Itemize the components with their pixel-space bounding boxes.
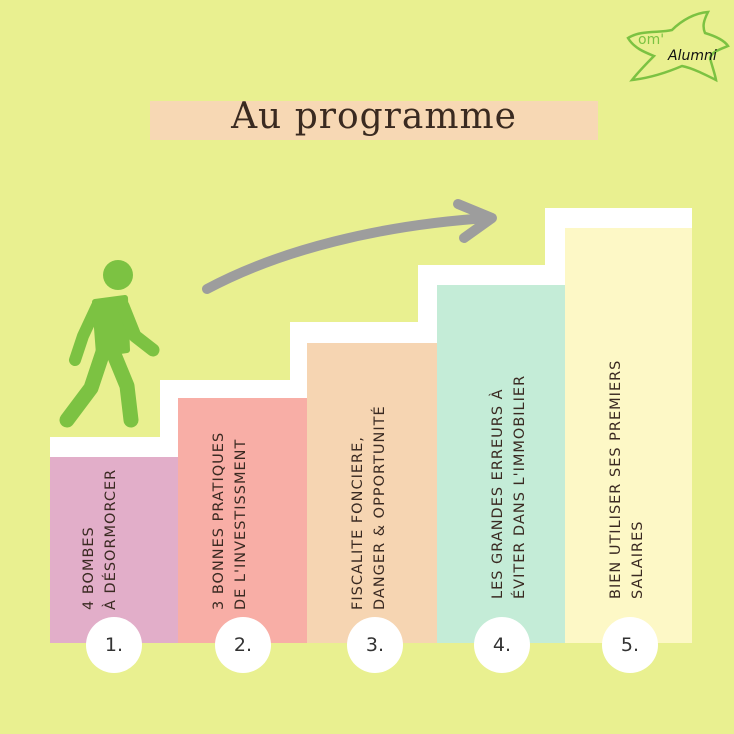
walking-person-icon — [59, 260, 160, 428]
step-edge — [418, 265, 565, 287]
step-number-5: 5. — [602, 617, 658, 673]
step-label: SALAIRES — [630, 520, 646, 599]
step-label: 4 BOMBES — [81, 526, 97, 610]
step-label: 3 BONNES PRATIQUES — [211, 431, 227, 610]
step-edge — [418, 265, 437, 344]
step-number-2: 2. — [215, 617, 271, 673]
step-label: FISCALITE FONCIERE, — [350, 436, 366, 610]
step-edge — [290, 322, 437, 344]
step-edge — [290, 322, 307, 400]
step-edge — [160, 380, 178, 459]
step-3: FISCALITE FONCIERE, DANGER & OPPORTUNITÉ — [307, 343, 437, 643]
step-label: DANGER & OPPORTUNITÉ — [372, 405, 388, 610]
step-label: À DÉSORMORCER — [103, 468, 119, 610]
step-number-3: 3. — [347, 617, 403, 673]
com-alumni-logo: om' Alumni — [626, 10, 730, 83]
step-label: DE L'INVESTISSMENT — [233, 438, 249, 610]
step-2: 3 BONNES PRATIQUES DE L'INVESTISSMENT — [178, 398, 307, 643]
step-edge — [50, 437, 178, 459]
title-banner — [150, 101, 598, 140]
step-number-1: 1. — [86, 617, 142, 673]
page-title: Au programme — [231, 96, 517, 137]
step-label: LES GRANDES ERREURS À — [490, 388, 506, 599]
step-edge — [160, 380, 307, 400]
step-label: ÉVITER DANS L'IMMOBILIER — [512, 374, 528, 599]
arrow-icon — [202, 213, 493, 294]
svg-text:om': om' — [638, 32, 664, 48]
svg-text:Alumni: Alumni — [667, 48, 717, 64]
step-1: 4 BOMBES À DÉSORMORCER — [50, 457, 178, 643]
step-5: BIEN UTILISER SES PREMIERS SALAIRES — [565, 228, 692, 643]
step-edge — [545, 208, 565, 287]
step-edge — [545, 208, 692, 230]
step-label: BIEN UTILISER SES PREMIERS — [608, 359, 624, 599]
step-number-4: 4. — [474, 617, 530, 673]
step-4: LES GRANDES ERREURS À ÉVITER DANS L'IMMOB… — [437, 285, 565, 643]
